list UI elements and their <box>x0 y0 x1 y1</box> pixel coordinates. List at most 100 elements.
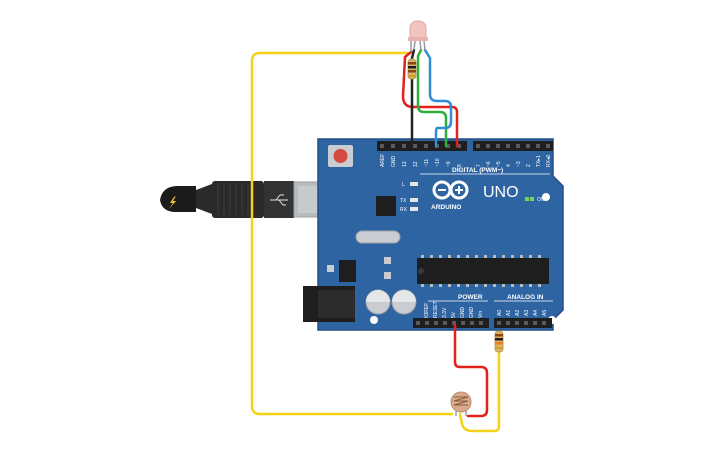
smd-component <box>384 257 391 264</box>
model-label: UNO <box>483 184 519 201</box>
on-led <box>530 197 534 201</box>
smd-component <box>384 272 391 279</box>
brand-label: ARDUINO <box>431 204 461 211</box>
led-label-rx: RX <box>400 207 408 213</box>
arduino-logo <box>432 180 469 200</box>
mounting-hole <box>542 193 550 201</box>
digital-header-left <box>377 141 467 151</box>
resistor-band <box>408 66 416 69</box>
pin-label-3: ~3 <box>516 161 522 167</box>
pin-label-10: ~10 <box>435 158 441 167</box>
pin-label-a1: A1 <box>506 310 512 316</box>
power-header-holes <box>416 321 483 325</box>
arduino-uno-board[interactable]: AREF GND 13 12 ~11 ~10 ~9 8 7 ~6 ~5 4 ~3… <box>303 138 564 331</box>
pin-label-gnd: GND <box>469 307 475 319</box>
led-tx <box>410 198 418 202</box>
capacitor-top <box>392 290 416 302</box>
pin-label-0: RX◂0 <box>546 155 552 167</box>
power-header <box>413 318 489 328</box>
pin-label-a0: A0 <box>497 310 503 316</box>
digital-pin-labels-right: 7 ~6 ~5 4 ~3 2 TX▸1 RX◂0 <box>476 155 552 167</box>
resistor-band <box>495 338 503 341</box>
pin-label-a3: A3 <box>524 310 530 316</box>
pin-label-ioref: IOREF <box>424 303 430 318</box>
pin-label-aref: AREF <box>380 154 386 167</box>
atmega-chip <box>417 258 549 284</box>
wire-black-gnd[interactable] <box>410 48 416 148</box>
resistor-band <box>495 342 503 345</box>
voltage-regulator <box>339 260 356 282</box>
pin-label-reset: RESET <box>433 301 439 318</box>
digital-header-right <box>473 141 553 151</box>
analog-header-label: ANALOG IN <box>507 294 544 301</box>
wires <box>250 48 501 433</box>
digital-pin-labels-left: AREF GND 13 12 ~11 ~10 ~9 8 <box>380 154 463 167</box>
usb-plug-body <box>212 181 264 218</box>
pin-label-9: ~9 <box>446 161 452 167</box>
wire-blue-pin11[interactable] <box>423 48 453 148</box>
analog-header <box>494 318 552 328</box>
atmega-chip-pins <box>421 255 541 287</box>
pin-label-4: 4 <box>506 164 512 167</box>
pin-label-gnd: GND <box>391 156 397 168</box>
chip-notch <box>418 268 424 274</box>
analog-pin-labels: A0 A1 A2 A3 A4 A5 <box>497 310 548 316</box>
resistor-band <box>495 334 503 337</box>
resistor-band <box>408 70 416 73</box>
pin-label-vin: Vin <box>478 311 484 318</box>
pin-label-1: TX▸1 <box>536 155 542 167</box>
resistor[interactable] <box>407 58 417 80</box>
capacitor-top <box>366 290 390 302</box>
pin-label-2: 2 <box>526 164 532 167</box>
smd-component <box>327 265 334 272</box>
resistor-band <box>408 75 416 77</box>
pin-label-7: 7 <box>476 164 482 167</box>
rgb-led-legs <box>410 40 426 52</box>
led-label-tx: TX <box>400 198 407 204</box>
pin-label-8: 8 <box>457 164 463 167</box>
pin-label-gnd: GND <box>460 307 466 319</box>
pin-label-a4: A4 <box>533 310 539 316</box>
on-label: ON <box>537 197 545 203</box>
led-rx <box>410 207 418 211</box>
led-l <box>410 182 418 186</box>
pin-label-3v3: 3.3V <box>442 307 448 318</box>
mounting-hole <box>370 316 378 324</box>
analog-header-holes <box>497 321 546 325</box>
led-label-l: L <box>402 182 405 188</box>
wire-red-5v[interactable] <box>453 323 489 418</box>
rgb-led-rim <box>408 37 428 41</box>
lightning-icon <box>169 196 176 209</box>
pin-label-5v: 5V <box>451 311 457 318</box>
photoresistor[interactable] <box>450 391 472 416</box>
rgb-led-dome <box>409 20 427 39</box>
pin-label-5: ~5 <box>496 161 502 167</box>
photoresistor-body <box>450 391 472 413</box>
power-pin-labels: IOREF RESET 3.3V 5V GND GND Vin <box>424 301 484 318</box>
pin-label-13: 13 <box>402 161 408 167</box>
resistor-band <box>408 62 416 65</box>
pin-label-a5: A5 <box>542 310 548 316</box>
usb-strain-relief <box>196 184 212 214</box>
pin-label-12: 12 <box>413 161 419 167</box>
wire-yellow-ldr[interactable] <box>250 51 454 416</box>
pin-label-a2: A2 <box>515 310 521 316</box>
digital-header-label: DIGITAL (PWM~) <box>452 167 503 174</box>
usb-plug-ribs <box>217 184 249 215</box>
resistor-band <box>495 347 503 349</box>
wire-yellow-a0[interactable] <box>458 350 501 433</box>
on-led <box>525 197 529 201</box>
power-header-label: POWER <box>458 294 483 301</box>
wire-green-pin10[interactable] <box>416 48 448 148</box>
photoresistor-trace <box>453 396 469 406</box>
resistor[interactable] <box>494 330 504 353</box>
rgb-led[interactable] <box>408 20 428 52</box>
pin-label-6: ~6 <box>486 161 492 167</box>
dc-barrel-jack-face <box>318 290 355 318</box>
usb-cable-end <box>160 186 196 212</box>
status-leds: L TX RX <box>400 182 418 213</box>
crystal-oscillator <box>355 230 401 244</box>
usb-icon <box>270 194 288 206</box>
reset-button[interactable] <box>333 149 348 163</box>
